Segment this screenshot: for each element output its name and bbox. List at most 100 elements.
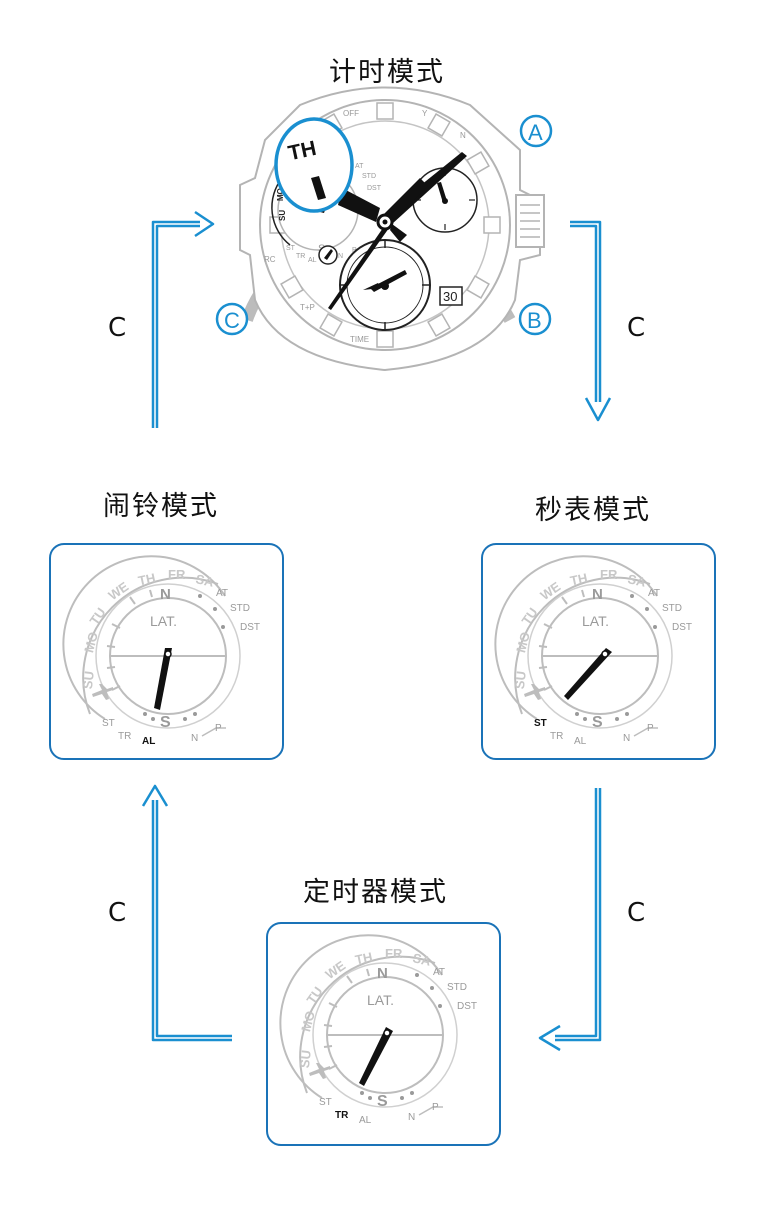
svg-text:TH: TH	[286, 137, 318, 165]
svg-text:DST: DST	[672, 622, 692, 633]
svg-text:DST: DST	[367, 185, 382, 192]
svg-text:ST: ST	[319, 1097, 332, 1108]
svg-text:SA: SA	[411, 950, 432, 969]
svg-text:TH: TH	[354, 949, 374, 967]
svg-text:SU: SU	[297, 1049, 314, 1069]
svg-text:N: N	[338, 253, 343, 260]
svg-text:S: S	[592, 714, 603, 731]
svg-text:N: N	[623, 733, 630, 744]
svg-text:LAT.: LAT.	[582, 613, 609, 629]
timer-mode-panel: SU MO TU WE TH FR SA AT STD DST LAT. N S…	[266, 922, 501, 1146]
svg-text:FR: FR	[600, 567, 618, 582]
svg-text:MO: MO	[276, 188, 285, 201]
svg-text:A: A	[528, 120, 543, 145]
date-window	[439, 286, 463, 306]
minute-hand	[338, 188, 380, 222]
svg-text:TR: TR	[335, 1110, 349, 1121]
svg-text:ST: ST	[102, 718, 115, 729]
bezel-label: OFF	[343, 109, 359, 118]
second-hand	[328, 225, 389, 310]
arrow-stopwatch-to-timer	[555, 788, 602, 1042]
svg-text:N: N	[377, 965, 388, 982]
arrow-timer-to-alarm	[151, 800, 232, 1042]
svg-text:P: P	[432, 1102, 439, 1113]
c-press-label-left-bottom: C	[108, 898, 127, 928]
svg-text:STD: STD	[662, 603, 682, 614]
svg-text:RC: RC	[264, 255, 276, 264]
svg-text:N: N	[592, 586, 603, 603]
th-callout	[274, 117, 354, 213]
svg-text:SA: SA	[626, 571, 647, 590]
title-stopwatch-mode: 秒表模式	[535, 495, 651, 526]
arrowhead-right	[194, 210, 215, 238]
svg-text:N: N	[160, 586, 171, 603]
svg-text:MO: MO	[513, 630, 533, 654]
svg-text:AL: AL	[308, 257, 317, 264]
alarm-mode-panel: SU MO TU WE TH FR SA AT STD DST LAT. N S…	[49, 543, 284, 760]
svg-text:N: N	[460, 131, 466, 140]
svg-text:Y: Y	[422, 109, 428, 118]
svg-text:S: S	[160, 714, 171, 731]
svg-text:AT: AT	[433, 967, 445, 978]
svg-text:STD: STD	[230, 603, 250, 614]
svg-text:AT: AT	[355, 163, 364, 170]
arrow-timekeeping-to-stopwatch	[570, 220, 602, 402]
svg-text:TR: TR	[550, 731, 563, 742]
svg-text:TR: TR	[296, 253, 305, 260]
hand-pointer	[564, 648, 612, 700]
svg-text:B: B	[527, 308, 542, 333]
arrowhead-left	[538, 1024, 561, 1052]
arrow-alarm-to-timekeeping	[151, 220, 200, 428]
title-alarm-mode: 闹铃模式	[103, 491, 219, 522]
svg-text:P: P	[647, 723, 654, 734]
button-c-label: C	[215, 302, 249, 336]
svg-text:STD: STD	[447, 982, 467, 993]
svg-text:FR: FR	[168, 567, 186, 582]
svg-text:SU: SU	[80, 670, 97, 690]
svg-text:LAT.: LAT.	[150, 613, 177, 629]
svg-text:SU: SU	[512, 670, 529, 690]
svg-text:S: S	[377, 1093, 388, 1110]
hand-pointer	[359, 1027, 393, 1086]
svg-text:AL: AL	[359, 1115, 372, 1126]
svg-text:TR: TR	[118, 731, 131, 742]
svg-text:ST: ST	[534, 718, 547, 729]
svg-text:ST: ST	[286, 245, 296, 252]
svg-text:SA: SA	[194, 571, 215, 590]
svg-text:SU: SU	[278, 210, 287, 221]
c-press-label-left-top: C	[108, 313, 127, 343]
svg-text:DST: DST	[457, 1001, 477, 1012]
title-timekeeping-mode: 计时模式	[329, 57, 445, 88]
svg-text:P: P	[352, 247, 357, 254]
svg-text:C: C	[224, 308, 240, 333]
svg-text:T+P: T+P	[300, 303, 315, 312]
svg-text:N: N	[191, 733, 198, 744]
arrowhead-down	[584, 397, 612, 422]
c-press-label-right-bottom: C	[627, 898, 646, 928]
stopwatch-mode-panel: SU MO TU WE TH FR SA AT STD DST LAT. N S…	[481, 543, 716, 760]
hand-pointer	[154, 648, 172, 710]
svg-text:TH: TH	[569, 570, 589, 588]
svg-text:MO: MO	[81, 630, 101, 654]
svg-text:30: 30	[443, 289, 457, 304]
button-a-label: A	[519, 114, 553, 148]
svg-text:TH: TH	[137, 570, 157, 588]
svg-text:FR: FR	[385, 946, 403, 961]
button-b-label: B	[518, 302, 552, 336]
watch-illustration: OFF Y N RC T+P TIME SU MO AT STD DST ST …	[215, 86, 553, 372]
svg-text:TIME: TIME	[350, 335, 369, 344]
svg-text:MO: MO	[298, 1009, 318, 1033]
svg-text:AL: AL	[574, 736, 587, 747]
svg-text:P: P	[215, 723, 222, 734]
svg-text:AL: AL	[142, 736, 155, 747]
svg-text:AT: AT	[648, 588, 660, 599]
svg-text:LAT.: LAT.	[367, 992, 394, 1008]
svg-text:DST: DST	[240, 622, 260, 633]
svg-text:STD: STD	[362, 173, 376, 180]
arrowhead-up	[141, 784, 169, 807]
svg-text:AT: AT	[216, 588, 228, 599]
cycle-arrows	[141, 210, 612, 1052]
c-press-label-right-top: C	[627, 313, 646, 343]
svg-text:N: N	[408, 1112, 415, 1123]
